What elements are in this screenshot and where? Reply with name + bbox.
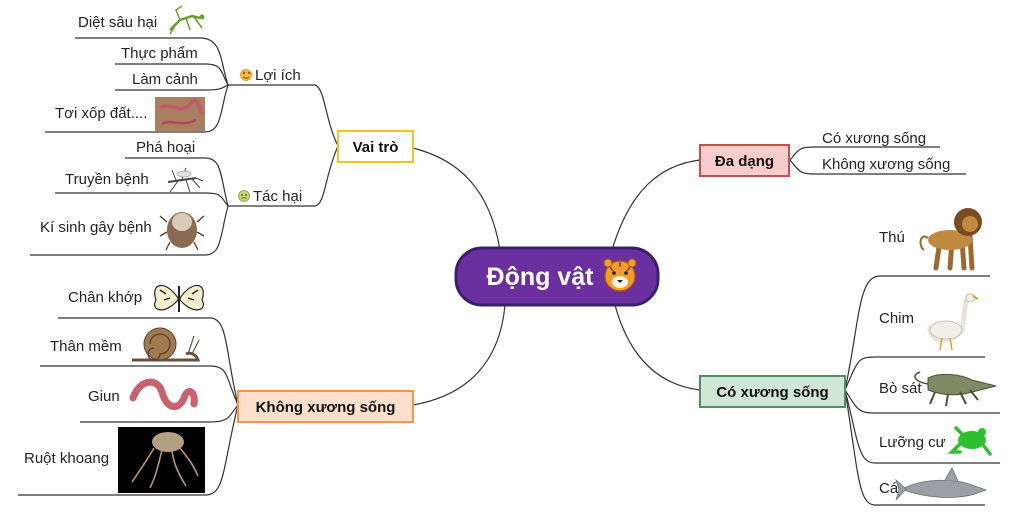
leaf-chim[interactable]: Chim — [879, 293, 979, 351]
da-dang-box — [699, 144, 790, 177]
connector-thu — [844, 275, 990, 391]
loi-ich-label: Lợi ích — [255, 67, 301, 84]
connector-lam-canh — [115, 84, 229, 91]
branch-vai-tro[interactable]: Vai trò — [337, 130, 414, 163]
tick-icon — [159, 212, 205, 251]
leaf-thu[interactable]: Thú — [879, 208, 982, 271]
leaf-chan-khop[interactable]: Chân khớp — [68, 284, 204, 312]
leaf-lam-canh[interactable]: Làm cảnh — [132, 71, 198, 88]
connector-luong-cu — [844, 389, 1000, 464]
vai-tro-label: Vai trò — [353, 139, 399, 156]
connector-giun — [80, 404, 239, 423]
earthworm-photo-icon — [155, 97, 205, 131]
leaf-label: Phá hoại — [136, 139, 195, 156]
leaf-label: Chân khớp — [68, 289, 142, 306]
connector-khong-xs-dadang — [789, 159, 966, 175]
co-xuong-song-box — [699, 375, 846, 408]
connector-ruot-khoang — [18, 404, 239, 496]
vai-tro-box — [337, 130, 414, 163]
crocodile-icon — [914, 371, 997, 407]
connector-center-khong — [412, 304, 506, 406]
leaf-label: Kí sinh gây bệnh — [40, 219, 152, 236]
leaf-label: Diệt sâu hại — [78, 14, 157, 31]
leaf-label: Tơi xốp đất.... — [55, 105, 147, 122]
connector-loi-ich — [228, 84, 339, 147]
frog-icon — [947, 426, 992, 456]
center-node-label: Động vật — [487, 263, 595, 291]
leaf-label: Thân mềm — [50, 338, 122, 355]
lion-icon — [919, 208, 982, 271]
branch-da-dang[interactable]: Đa dạng — [699, 144, 790, 177]
connector-than-mem — [40, 365, 239, 406]
leaf-label: Lưỡng cư — [879, 434, 946, 451]
connector-pha-hoai — [125, 157, 229, 207]
connector-thuc-pham — [115, 63, 229, 86]
connector-center-vai-tro — [412, 147, 501, 251]
leaf-co-xuong-song-dadang[interactable]: Có xương sống — [822, 130, 926, 147]
khong-xuong-song-box — [237, 390, 414, 423]
leaf-label: Ruột khoang — [24, 450, 109, 467]
leaf-label: Không xương sống — [822, 156, 950, 173]
sick-face-emoji-icon — [238, 190, 250, 202]
connector-diet-sau-hai — [75, 37, 229, 86]
leaf-label: Làm cảnh — [132, 71, 198, 88]
leaf-label: Cá — [879, 480, 899, 497]
branch-co-xuong-song[interactable]: Có xương sống — [699, 375, 846, 408]
snail-icon — [132, 327, 201, 362]
connector-ki-sinh — [30, 205, 229, 256]
leaf-toi-xop-dat[interactable]: Tơi xốp đất.... — [55, 97, 205, 131]
connector-bo-sat — [844, 389, 1000, 414]
jellyfish-photo-icon — [118, 427, 205, 493]
mosquito-icon — [167, 167, 204, 193]
connector-tac-hai — [228, 145, 339, 207]
duck-icon — [927, 293, 979, 351]
connector-co-xs-dadang — [789, 146, 940, 161]
connector-center-da-dang — [611, 159, 701, 251]
leaf-diet-sau-hai[interactable]: Diệt sâu hại — [78, 5, 205, 35]
leaf-khong-xuong-song-dadang[interactable]: Không xương sống — [822, 156, 950, 173]
leaf-pha-hoai[interactable]: Phá hoại — [136, 139, 195, 156]
leaf-label: Bò sát — [879, 380, 922, 397]
leaf-label: Có xương sống — [822, 130, 926, 147]
da-dang-label: Đa dạng — [715, 153, 774, 170]
shark-icon — [895, 467, 988, 501]
leaf-label: Chim — [879, 310, 914, 327]
leaf-truyen-benh[interactable]: Truyền bệnh — [65, 167, 204, 193]
leaf-bo-sat[interactable]: Bò sát — [879, 371, 997, 407]
leaf-ki-sinh-gay-benh[interactable]: Kí sinh gây bệnh — [40, 212, 205, 251]
mantis-icon — [169, 5, 205, 35]
khong-xuong-song-label: Không xương sống — [256, 399, 396, 416]
leaf-label: Thực phẩm — [121, 45, 198, 62]
connector-center-co — [614, 304, 701, 391]
leaf-label: Truyền bệnh — [65, 171, 149, 188]
leaf-label: Thú — [879, 229, 905, 246]
connector-truyen-benh — [55, 192, 229, 207]
butterfly-icon — [154, 284, 204, 312]
leaf-giun[interactable]: Giun — [88, 378, 198, 410]
subbranch-loi-ich[interactable]: Lợi ích — [240, 67, 301, 84]
center-node[interactable]: Động vật — [454, 246, 660, 307]
connector-chan-khop — [58, 317, 239, 406]
connector-toi-xop-dat — [45, 84, 229, 133]
branch-khong-xuong-song[interactable]: Không xương sống — [237, 390, 414, 423]
worm-icon — [129, 378, 198, 410]
leaf-luong-cu[interactable]: Lưỡng cư — [879, 426, 992, 456]
connector-chim — [844, 356, 985, 391]
tiger-face-icon — [603, 258, 637, 292]
co-xuong-song-label: Có xương sống — [716, 384, 828, 401]
tac-hai-label: Tác hại — [253, 188, 302, 205]
leaf-ca[interactable]: Cá — [879, 467, 988, 501]
subbranch-tac-hai[interactable]: Tác hại — [238, 188, 303, 205]
leaf-label: Giun — [88, 388, 120, 405]
connector-ca — [844, 389, 985, 506]
leaf-than-mem[interactable]: Thân mềm — [50, 327, 201, 362]
heart-eyes-emoji-icon — [240, 69, 252, 81]
connectors — [18, 37, 1000, 506]
leaf-thuc-pham[interactable]: Thực phẩm — [121, 45, 198, 62]
leaf-ruot-khoang[interactable]: Ruột khoang — [24, 427, 205, 493]
